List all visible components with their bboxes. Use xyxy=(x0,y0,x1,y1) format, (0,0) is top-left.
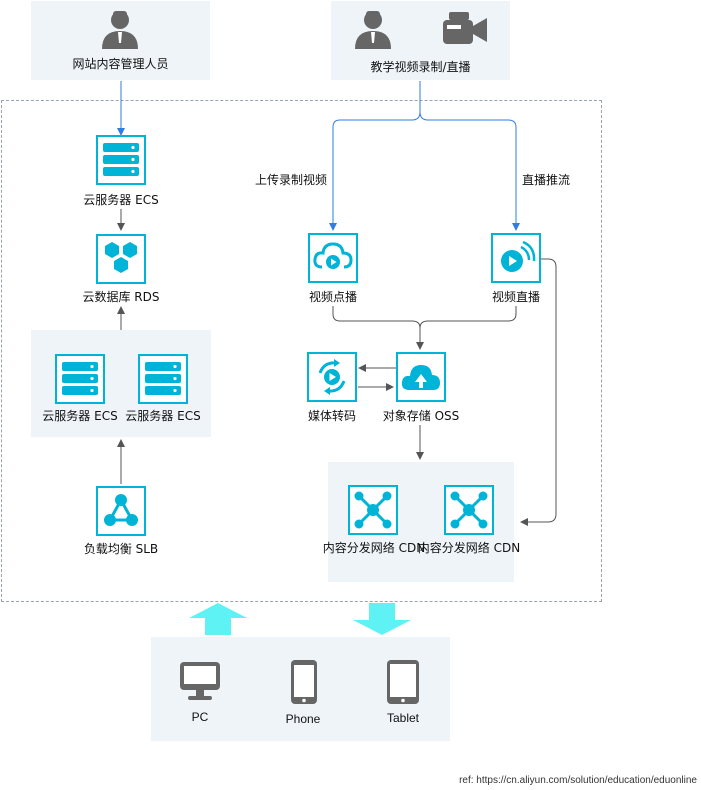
oss-label: 对象存储 OSS xyxy=(382,409,460,423)
server-icon xyxy=(96,135,146,185)
cdn-a-label: 内容分发网络 CDN xyxy=(322,541,426,555)
pc-label: PC xyxy=(191,710,209,724)
pc-monitor-icon xyxy=(180,662,220,700)
system-boundary xyxy=(1,100,602,602)
upload-edge-label: 上传录制视频 xyxy=(254,173,327,187)
server-icon xyxy=(55,354,105,404)
load-balancer-icon xyxy=(96,486,146,536)
video-on-demand-icon xyxy=(308,233,358,283)
tablet-label: Tablet xyxy=(386,711,420,725)
video-camera-icon xyxy=(443,12,487,44)
database-icon xyxy=(96,234,146,284)
rds-label: 云数据库 RDS xyxy=(82,290,160,304)
tablet-icon xyxy=(387,660,419,704)
edge-live-oss xyxy=(419,306,517,329)
push-edge-label: 直播推流 xyxy=(521,173,570,187)
slb-label: 负载均衡 SLB xyxy=(83,542,159,556)
edge-recording-vod xyxy=(329,81,421,231)
server-icon xyxy=(138,354,188,404)
admin-person-icon xyxy=(102,11,138,49)
phone-label: Phone xyxy=(285,712,321,726)
vod-label: 视频点播 xyxy=(308,290,357,304)
edge-recording-live xyxy=(419,111,520,231)
object-storage-icon xyxy=(396,352,446,402)
edge-live-cdn xyxy=(520,258,557,526)
admin-label: 网站内容管理人员 xyxy=(72,57,169,71)
live-streaming-icon xyxy=(491,233,541,283)
ecs-top-label: 云服务器 ECS xyxy=(83,193,159,207)
cdn-network-icon xyxy=(444,485,494,535)
transcode-icon xyxy=(307,352,357,402)
recording-label: 教学视频录制/直播 xyxy=(370,60,471,74)
ecs-a-label: 云服务器 ECS xyxy=(42,409,118,423)
phone-icon xyxy=(291,660,317,704)
edge-vod-oss xyxy=(332,306,424,350)
transcode-label: 媒体转码 xyxy=(307,409,356,423)
live-label: 视频直播 xyxy=(491,290,540,304)
upload-arrow-icon xyxy=(189,603,247,635)
lecturer-person-icon xyxy=(355,11,391,49)
reference-link[interactable]: ref: https://cn.aliyun.com/solution/educ… xyxy=(459,775,697,786)
download-arrow-icon xyxy=(353,603,411,635)
cdn-b-label: 内容分发网络 CDN xyxy=(417,541,521,555)
cdn-network-icon xyxy=(348,485,398,535)
ecs-b-label: 云服务器 ECS xyxy=(125,409,201,423)
